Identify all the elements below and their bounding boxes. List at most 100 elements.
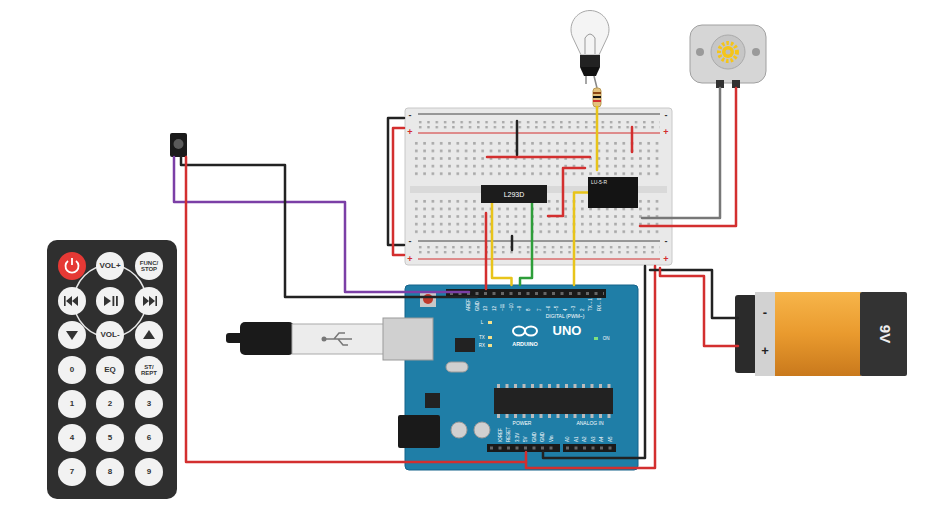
breadboard: [418, 120, 660, 130]
resistor-symbol: [593, 100, 601, 102]
dc-motor: [690, 25, 766, 83]
arduino-uno: [488, 336, 492, 339]
board-text: ANALOG IN: [576, 421, 603, 426]
arduino-uno: [525, 327, 537, 336]
ir-remote: [143, 330, 155, 339]
light-bulb: [571, 11, 609, 88]
remote-button: EQ: [96, 356, 124, 384]
jumper-wire: [516, 121, 519, 155]
dc-motor: [752, 48, 760, 56]
arduino-uno: [490, 447, 558, 450]
resistor-symbol: [593, 92, 601, 94]
part-label: +: [761, 344, 769, 357]
button-label: 8: [108, 468, 112, 476]
pin-label: 12: [492, 306, 497, 311]
button-label: EQ: [104, 366, 116, 374]
light-bulb: [585, 34, 595, 54]
button-label: 4: [70, 434, 74, 442]
pin-label: 7: [538, 308, 543, 311]
battery-9v-body: [735, 292, 907, 376]
pin-label: ~5: [555, 306, 560, 311]
ir-remote: [135, 287, 163, 315]
remote-button: 1: [58, 390, 86, 418]
pin-label: A3: [591, 436, 596, 442]
button-label: 5: [108, 434, 112, 442]
remote-button: ST/ REPT: [135, 356, 163, 384]
pin-label: A1: [574, 436, 579, 442]
jumper-wire: [174, 88, 738, 468]
pin-label: ~11: [501, 304, 506, 311]
battery-9v: 9V - +: [735, 292, 907, 376]
pin-label: RX←0: [597, 298, 602, 311]
light-bulb: [580, 55, 600, 67]
pin-label: A4: [600, 436, 605, 442]
battery-9v-body: [860, 292, 907, 376]
dc-motor: [690, 25, 766, 88]
part-label: L293D: [504, 191, 525, 198]
jumper-wire: [660, 268, 738, 346]
arduino-uno: [446, 362, 468, 372]
light-bulb: [594, 76, 597, 88]
ir-remote: [58, 287, 86, 315]
arduino-uno: [455, 338, 475, 352]
arduino-uno: [488, 344, 492, 347]
arduino-uno: [563, 444, 616, 452]
pin-label: IOREF: [498, 428, 503, 442]
arduino-board: UNOARDUINODIGITAL (PWM~)LTXRXONPOWERANAL…: [405, 285, 638, 470]
pin-label: 3.3V: [515, 433, 520, 442]
remote-button: 2: [96, 390, 124, 418]
ir-remote: [116, 296, 118, 306]
driver-chip: L293D: [481, 185, 547, 203]
ir-remote: [96, 287, 124, 315]
part-label: 9V: [878, 325, 893, 343]
arduino-uno: [425, 393, 440, 408]
dc-motor: [711, 35, 745, 69]
button-label: VOL+: [99, 262, 120, 270]
remote-button: 6: [135, 424, 163, 452]
usb-cable: [226, 322, 384, 355]
arduino-uno: [383, 285, 638, 470]
arduino-uno: [383, 318, 433, 360]
arduino-uno: [488, 321, 492, 324]
breadboard: [418, 241, 660, 242]
part-label: -: [763, 306, 767, 319]
remote-button: VOL+: [96, 252, 124, 280]
pin-label: 13: [484, 306, 489, 311]
light-bulb: [571, 11, 609, 55]
battery-9v-body: [755, 292, 775, 376]
board-text: DIGITAL (PWM~): [546, 314, 585, 319]
ir-receiver: [170, 133, 187, 157]
rail-marker: +: [407, 255, 412, 264]
ir-remote: [66, 296, 78, 306]
arduino-uno: [513, 327, 525, 336]
jumper-wire: [487, 156, 590, 159]
rail-marker: -: [665, 111, 668, 120]
usb-cable: [326, 333, 352, 345]
ir-remote: [113, 296, 115, 306]
battery-9v-body: [775, 292, 861, 376]
remote-button: 9: [135, 458, 163, 486]
button-label: 9: [147, 468, 151, 476]
ir-receiver: [174, 139, 184, 149]
jumper-wire: [596, 107, 599, 170]
arduino-uno: [494, 388, 613, 414]
arduino-uno: [497, 384, 611, 388]
remote-button: 3: [135, 390, 163, 418]
breadboard: [405, 108, 672, 265]
remote-button: 8: [96, 458, 124, 486]
rail-marker: -: [409, 237, 412, 246]
jumper-wire: [543, 266, 645, 458]
pin-label: 8: [526, 308, 531, 311]
jumper-wire: [642, 88, 720, 218]
button-label: VOL-: [100, 331, 119, 339]
usb-cable: [292, 324, 384, 354]
button-label: ST/ REPT: [138, 364, 160, 376]
ir-remote: [58, 321, 86, 349]
remote-button: VOL-: [96, 321, 124, 349]
pin-label: A0: [566, 436, 571, 442]
rail-marker: -: [665, 237, 668, 246]
jumper-wire: [520, 203, 532, 285]
arduino-uno: [451, 422, 467, 438]
pin-label: A5: [608, 436, 613, 442]
jumper-wire: [640, 88, 736, 226]
